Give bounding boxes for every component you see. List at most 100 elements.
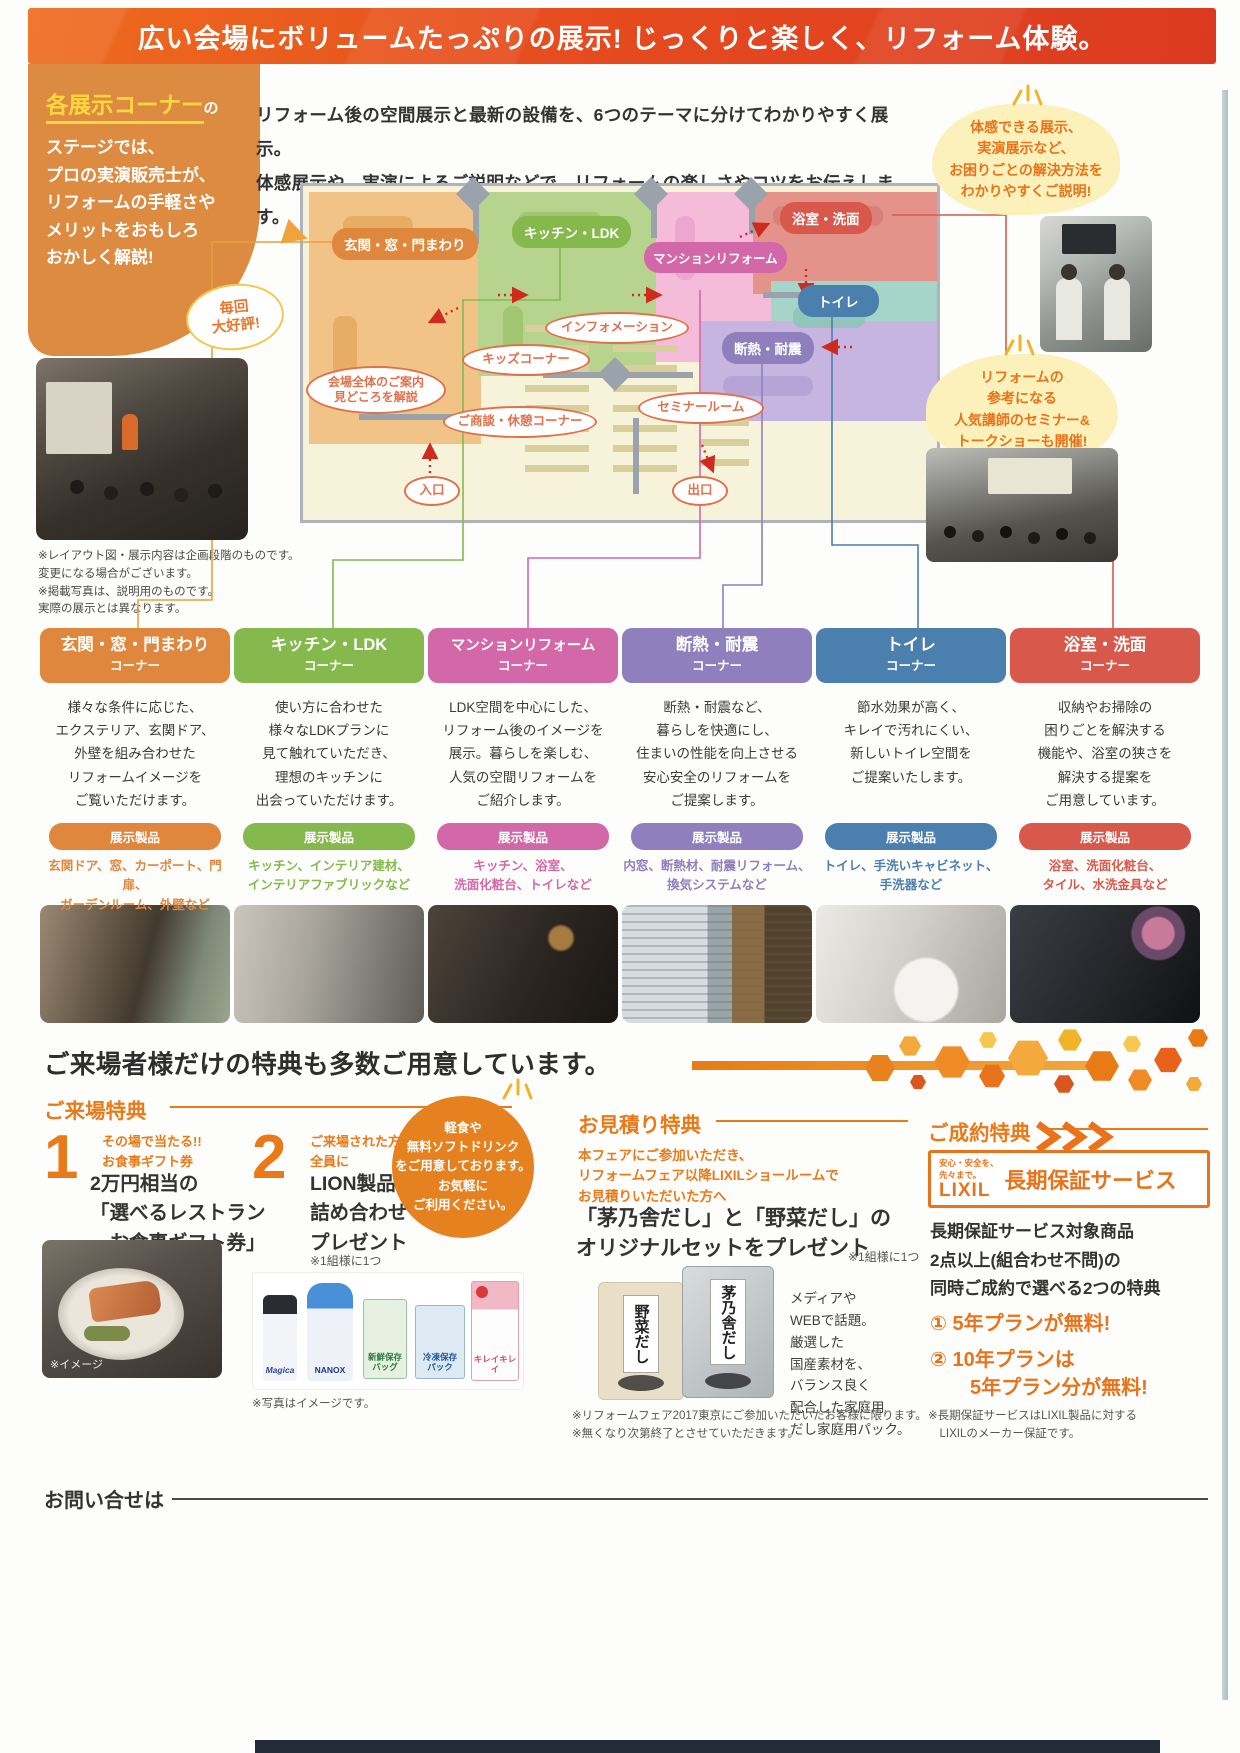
product-label: NANOX (314, 1364, 346, 1375)
products-list: キッチン、浴室、 洗面化粧台、トイレなど (454, 859, 592, 893)
corner-description: 断熱・耐震など、 暮らしを快適にし、 住まいの性能を向上させる 安心安全のリフォ… (636, 700, 798, 808)
map-wall (473, 186, 479, 244)
photo-decor (476, 1286, 488, 1298)
page-edge (1222, 90, 1228, 1700)
product-bottle: Magica (263, 1295, 297, 1381)
lixil-warranty-logo: 安心・安全を、 先々まで。 LIXIL 長期保証サービス (928, 1150, 1210, 1208)
gift-meal-photo: ※イメージ (42, 1240, 222, 1378)
heading-rule (170, 1106, 512, 1108)
map-decor (333, 316, 357, 386)
products-list: 内窓、断熱材、耐震リフォーム、 換気システムなど (623, 859, 811, 893)
dashi-package-vegetable: 野菜だし (598, 1282, 684, 1400)
sparkle-icon (1012, 84, 1043, 106)
corner-subtitle: コーナー (109, 658, 160, 673)
product-label: 冷凍保存 パック (422, 1351, 457, 1372)
corner-name: キッチン・LDK (270, 636, 388, 654)
corner-description: 使い方に合わせた 様々なLDKプランに 見て触れていただき、 理想のキッチンに … (255, 700, 403, 808)
logo-tagline: 安心・安全を、 先々まで。 (939, 1158, 999, 1180)
stage-demo-photo (36, 358, 248, 540)
corner-header: 浴室・洗面 コーナー (1010, 628, 1200, 683)
page-bottom-edge (255, 1740, 1160, 1753)
contract-offer-1: ① 5年プランが無料! (930, 1313, 1111, 1335)
corner-card-entrance: 玄関・窓・門まわり コーナー 様々な条件に応じた、 エクステリア、玄関ドア、 外… (40, 628, 230, 1023)
corner-header: 玄関・窓・門まわり コーナー (40, 628, 230, 683)
estimate-benefit-heading: お見積り特典 (578, 1114, 701, 1137)
visit-item2-title: LION製品 詰め合わせ プレゼント (310, 1173, 408, 1254)
corner-photo (428, 905, 618, 1023)
corner-description: 収納やお掃除の 困りごとを解決する 機能や、浴室の狭さを 解決する提案を ご用意… (1037, 700, 1173, 808)
visit-item2-lead: ご来場された方、 全員に (310, 1134, 415, 1169)
corner-subtitle: コーナー (303, 658, 354, 673)
heading-rule (1044, 1128, 1208, 1130)
corner-photo (40, 905, 230, 1023)
sparkle-icon (1004, 334, 1035, 356)
floor-map (300, 177, 940, 523)
visit-item2-note: ※1組様に1つ (310, 1254, 382, 1268)
corner-card-mansion: マンションリフォーム コーナー LDK空間を中心にした、 リフォーム後のイメージ… (428, 628, 618, 1023)
products-pill: 展示製品 (825, 823, 997, 850)
contact-label: お問い合せは (44, 1490, 164, 1512)
products-pill: 展示製品 (243, 823, 415, 850)
photo-decor (70, 480, 84, 494)
photo-decor (944, 526, 956, 538)
corner-subtitle: コーナー (691, 658, 742, 673)
map-wall (763, 292, 845, 298)
stage-heading: 各展示コーナーの (46, 88, 251, 124)
warranty-service-name: 長期保証サービス (1004, 1168, 1177, 1193)
photo-decor (1062, 224, 1116, 254)
product-label: 新鮮保存 バッグ (367, 1351, 402, 1372)
contract-body: 長期保証サービス対象商品 2点以上(組合わせ不問)の 同時ご成約で選べる2つの特… (930, 1222, 1161, 1299)
products-list: トイレ、手洗いキャビネット、 手洗器など (823, 859, 999, 893)
contract-benefit-heading: ご成約特典 (928, 1122, 1031, 1145)
products-pill: 展示製品 (49, 823, 221, 850)
sparkle-icon (502, 1078, 533, 1100)
map-seating (525, 324, 589, 472)
package-label: 茅乃舎だし (710, 1279, 746, 1365)
hexagon-confetti-icon (865, 1029, 1208, 1093)
map-decor (773, 206, 883, 226)
map-decor (503, 306, 523, 362)
corner-description: 様々な条件に応じた、 エクステリア、玄関ドア、 外壁を組み合わせた リフォームイ… (55, 700, 215, 808)
seminar-photo (926, 448, 1118, 562)
top-banner: 広い会場にボリュームたっぷりの展示! じっくりと楽しく、リフォーム体験。 (28, 8, 1216, 64)
corner-header: 断熱・耐震 コーナー (622, 628, 812, 683)
triple-chevron-icon (1035, 1121, 1114, 1153)
visit-item2-caption: ※写真はイメージです。 (252, 1398, 376, 1410)
layout-disclaimer: ※レイアウト図・展示内容は企画段階のものです。 変更になる場合がございます。 ※… (38, 550, 300, 616)
corner-header: キッチン・LDK コーナー (234, 628, 424, 683)
map-decor (518, 212, 602, 232)
map-wall (359, 414, 481, 420)
corner-photo (622, 905, 812, 1023)
corner-subtitle: コーナー (1079, 658, 1130, 673)
visit-item2-number: 2 (252, 1123, 287, 1192)
stage-heading-highlight: 各展示コーナー (46, 93, 204, 124)
corner-subtitle: コーナー (885, 658, 936, 673)
corner-name: 断熱・耐震 (675, 636, 759, 654)
corner-description: LDK空間を中心にした、 リフォーム後のイメージを 展示。暮らしを楽しむ、 人気… (442, 700, 604, 808)
corner-header: マンションリフォーム コーナー (428, 628, 618, 683)
corner-description: 節水効果が高く、 キレイで汚れにくい、 新しいトイレ空間を ご提案いたします。 (843, 700, 979, 785)
map-seating (613, 324, 677, 472)
photo-decor (122, 414, 138, 450)
benefits-accent-bar (692, 1061, 1112, 1070)
products-pill: 展示製品 (1019, 823, 1191, 850)
corner-card-kitchen: キッチン・LDK コーナー 使い方に合わせた 様々なLDKプランに 見て触れてい… (234, 628, 424, 1023)
estimate-description: メディアや WEBで話題。 厳選した 国産素材を、 バランス良く 配合した家庭用… (790, 1291, 911, 1438)
heading-rule (716, 1120, 908, 1122)
product-label: キレイキレイ (473, 1353, 517, 1374)
estimate-title: 「茅乃舎だし」と「野菜だし」の オリジナルセットをプレゼント (576, 1207, 891, 1261)
visit-item1-title: 2万円相当の 「選べるレストラン お食事ギフト券」 (90, 1173, 266, 1254)
contact-rule (172, 1498, 1208, 1500)
product-bag: 新鮮保存 バッグ (363, 1299, 407, 1379)
map-decor (675, 216, 695, 280)
visit-benefit-heading: ご来場特典 (44, 1100, 147, 1123)
corner-subtitle: コーナー (497, 658, 548, 673)
map-wall (749, 186, 755, 234)
callout-experience: 体感できる展示、 実演展示など、 お困りごとの解決方法を わかりやすくご説明! (932, 104, 1120, 216)
corner-name: トイレ (886, 636, 936, 654)
product-pack: キレイキレイ (471, 1281, 519, 1381)
package-label: 野菜だし (623, 1295, 659, 1373)
contract-footnote: ※長期保証サービスはLIXIL製品に対する LIXILのメーカー保証です。 (928, 1410, 1137, 1440)
photo-decor (84, 1326, 130, 1341)
